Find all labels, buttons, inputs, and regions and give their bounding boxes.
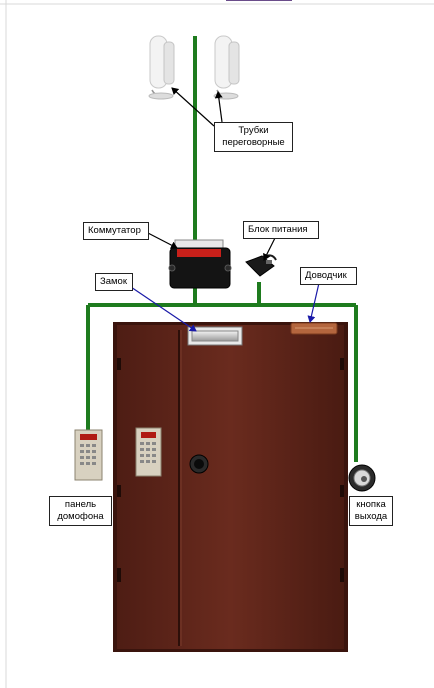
- label-lock: Замок: [95, 273, 133, 291]
- label-handsets-line2: переговорные: [222, 137, 285, 148]
- handset-right-base: [228, 41, 240, 85]
- power-supply-plug: [266, 260, 272, 264]
- handset-left: [148, 35, 175, 100]
- pointer-lock: [127, 284, 197, 332]
- label-closer: Доводчик: [300, 267, 357, 285]
- switch-terminal-strip: [177, 249, 221, 257]
- door: [113, 322, 348, 652]
- door-handle: [189, 454, 209, 474]
- handset-right-cradle: [213, 92, 239, 100]
- panel-display: [80, 434, 97, 440]
- intercom-panel: [74, 429, 103, 481]
- lock-body: [191, 330, 239, 342]
- pointers: [127, 87, 320, 332]
- label-switch-text: Коммутатор: [88, 225, 141, 236]
- pointer-power-supply: [263, 235, 277, 261]
- magnetic-lock: [187, 326, 243, 346]
- handset-left-base: [163, 41, 175, 85]
- label-closer-text: Доводчик: [305, 270, 347, 281]
- handset-left-cradle: [148, 92, 174, 100]
- power-supply-body: [245, 255, 275, 277]
- door-panel-keypad: [140, 442, 156, 463]
- label-lock-text: Замок: [100, 276, 127, 287]
- exit-button: [348, 464, 376, 492]
- label-exit-button-line2: выхода: [354, 511, 388, 522]
- door-leaf: [117, 325, 344, 649]
- label-handsets: Трубки переговорные: [214, 122, 293, 152]
- switch-mount-right: [224, 264, 232, 272]
- label-power-supply-text: Блок питания: [248, 224, 308, 235]
- label-switch: Коммутатор: [83, 222, 149, 240]
- hinge-left-top: [117, 358, 121, 370]
- power-supply: [245, 254, 277, 277]
- label-intercom-panel-line2: домофона: [57, 511, 104, 522]
- label-intercom-panel-line1: панель: [64, 499, 97, 510]
- label-power-supply: Блок питания: [243, 221, 319, 239]
- label-intercom-panel: панель домофона: [49, 496, 112, 526]
- hinge-right-low: [340, 568, 344, 582]
- hinge-right-top: [340, 358, 344, 370]
- hinge-left-mid: [117, 485, 121, 497]
- panel-keypad: [80, 444, 96, 465]
- hinge-left-low: [117, 568, 121, 582]
- door-handle-inner: [194, 459, 204, 469]
- hinge-right-mid: [340, 485, 344, 497]
- door-closer: [290, 322, 338, 335]
- handset-right: [213, 35, 240, 100]
- door-intercom-panel: [135, 427, 162, 477]
- label-handsets-line1: Трубки: [238, 125, 269, 136]
- switch-mount-left: [168, 264, 176, 272]
- pointer-switch: [145, 231, 178, 249]
- door-panel-display: [141, 432, 156, 438]
- label-exit-button: кнопка выхода: [349, 496, 393, 526]
- pointer-handset-right: [214, 91, 223, 123]
- pointer-handset-left: [171, 87, 215, 127]
- pointer-closer: [307, 282, 320, 323]
- label-exit-button-line1: кнопка: [356, 499, 386, 510]
- wires: [86, 36, 358, 462]
- switch-box: [168, 239, 232, 289]
- exit-button-center: [361, 476, 367, 482]
